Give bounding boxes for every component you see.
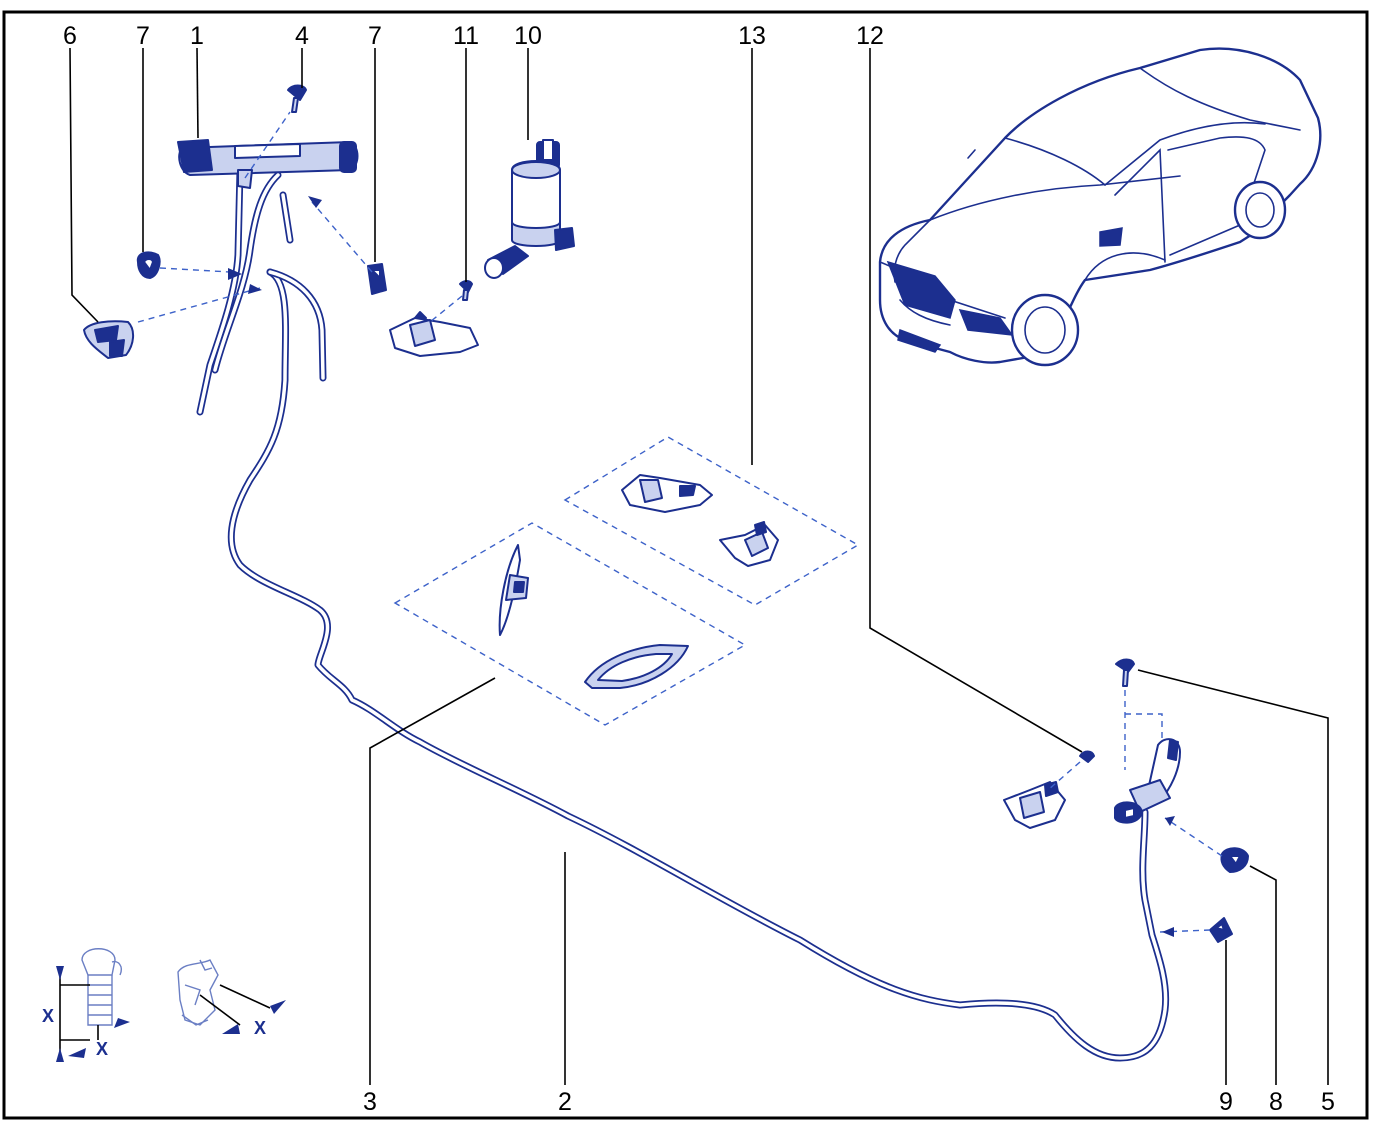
nozzle-bracket-right — [1003, 781, 1066, 829]
dimension-mark: X — [254, 1018, 266, 1038]
kit-13-bracket-a — [621, 474, 713, 513]
hose-clip-8 — [1220, 847, 1249, 873]
callout-11: 11 — [453, 22, 479, 50]
bracket-6 — [83, 320, 134, 359]
nozzle-cover-3 — [498, 544, 529, 636]
leader-lines — [69, 47, 1329, 1085]
assembly-guides — [137, 111, 1223, 937]
callout-7-left: 7 — [136, 22, 150, 50]
screw-4 — [287, 84, 307, 113]
screw-12 — [1079, 750, 1095, 763]
grille-icon — [886, 260, 956, 319]
kit-13-bracket-b — [719, 521, 779, 567]
vehicle-illustration — [878, 47, 1322, 367]
washer-nozzle-assembly-right — [1114, 738, 1181, 824]
screw-5 — [1115, 658, 1135, 687]
callout-1: 1 — [190, 22, 204, 50]
callout-3: 3 — [363, 1088, 377, 1116]
rear-wheel-icon — [1233, 180, 1287, 240]
callout-2: 2 — [558, 1088, 572, 1116]
screw-11 — [459, 280, 473, 301]
nozzle-bracket-left — [389, 311, 479, 357]
callout-10: 10 — [514, 22, 542, 50]
callout-4: 4 — [295, 22, 309, 50]
kit-13-outline — [563, 436, 860, 606]
washer-hose-main — [227, 268, 1170, 1062]
hose-clip-7-left — [136, 251, 161, 279]
hose-clip-9 — [1209, 917, 1233, 943]
dimension-mark: X — [42, 1006, 54, 1026]
callout-9: 9 — [1219, 1088, 1233, 1116]
hose-clip-7-right — [367, 263, 387, 295]
dimension-mark: X — [96, 1039, 108, 1059]
detail-sketch-clip: X X — [42, 948, 130, 1062]
washer-nozzle-assembly-left — [177, 139, 359, 189]
washer-hose-left-branches — [196, 166, 327, 416]
callout-5: 5 — [1321, 1088, 1335, 1116]
detail-sketch-bracket: X — [177, 959, 286, 1038]
washer-pump-10 — [484, 139, 575, 279]
callout-7-right: 7 — [368, 22, 382, 50]
trim-frame-3 — [584, 644, 689, 689]
front-wheel-icon — [1010, 293, 1080, 367]
callout-8: 8 — [1269, 1088, 1283, 1116]
side-mirror-icon — [1099, 227, 1123, 247]
callout-13: 13 — [738, 22, 766, 50]
callout-12: 12 — [856, 22, 884, 50]
callout-labels: 6 7 1 4 7 11 10 13 12 3 2 9 8 5 — [63, 22, 1335, 1116]
callout-6: 6 — [63, 22, 77, 50]
